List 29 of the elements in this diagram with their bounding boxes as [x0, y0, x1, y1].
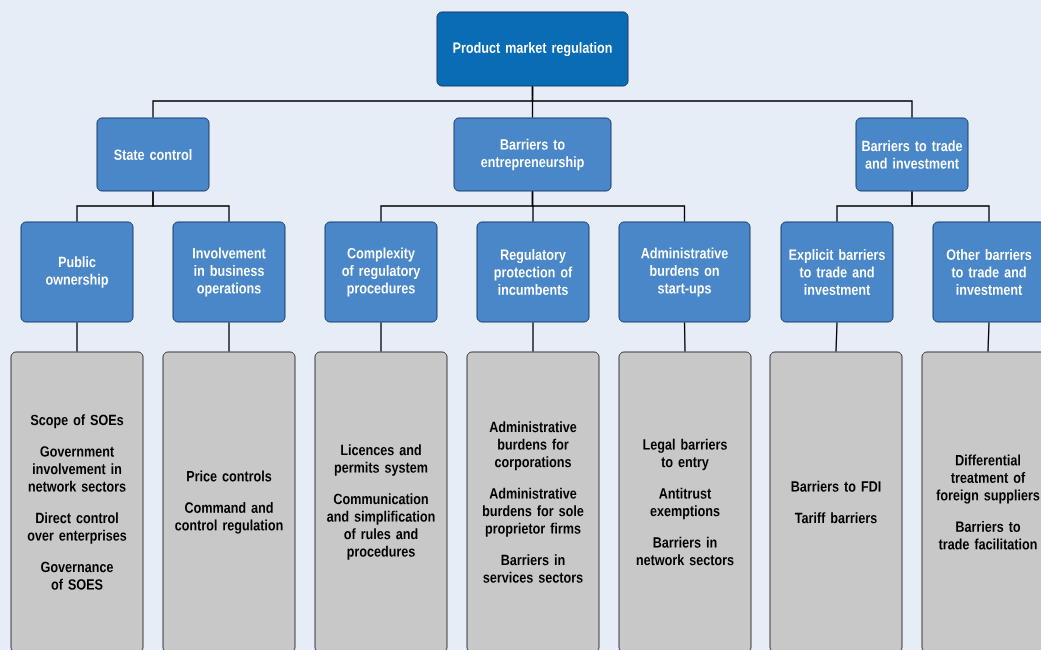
category-box: Involvement in business operations — [172, 221, 286, 323]
indicator-box: Licences and permits system Communication and simplification of rules and procedures — [314, 351, 448, 650]
indicator-box: Administrative burdens for corporations Administrative burdens for sole proprietor firms Barriers in services sectors — [466, 351, 600, 650]
connector — [531, 85, 913, 119]
category-box: Barriers to entrepreneurship — [453, 117, 612, 192]
connector — [683, 321, 686, 353]
connector — [228, 321, 230, 353]
connector — [531, 190, 686, 223]
connector — [152, 190, 230, 223]
connector — [911, 190, 990, 223]
connector — [532, 321, 534, 353]
connector — [987, 321, 990, 353]
connector — [380, 321, 382, 353]
indicator-box: Scope of SOEs Government involvement in network sectors Direct control over enterprises Governance of SOES — [10, 351, 144, 650]
indicator-box: Differential treatment of foreign suppliers Barriers to trade facilitation — [921, 351, 1041, 650]
category-box: State control — [96, 117, 210, 192]
top-box: Product market regulation — [436, 11, 629, 87]
category-box: Other barriers to trade and investment — [932, 221, 1041, 323]
category-box: Complexity of regulatory procedures — [324, 221, 438, 323]
category-box: Public ownership — [20, 221, 134, 323]
category-box: Explicit barriers to trade and investment — [780, 221, 894, 323]
indicator-box: Legal barriers to entry Antitrust exemptions Barriers in network sectors — [618, 351, 752, 650]
connector — [835, 321, 838, 353]
indicator-box: Price controls Command and control regulation — [162, 351, 296, 650]
category-box: Barriers to trade and investment — [855, 117, 969, 192]
connector — [76, 321, 78, 353]
category-box: Administrative burdens on start-ups — [618, 221, 751, 323]
indicator-box: Barriers to FDI Tariff barriers — [769, 351, 903, 650]
category-box: Regulatory protection of incumbents — [476, 221, 590, 323]
